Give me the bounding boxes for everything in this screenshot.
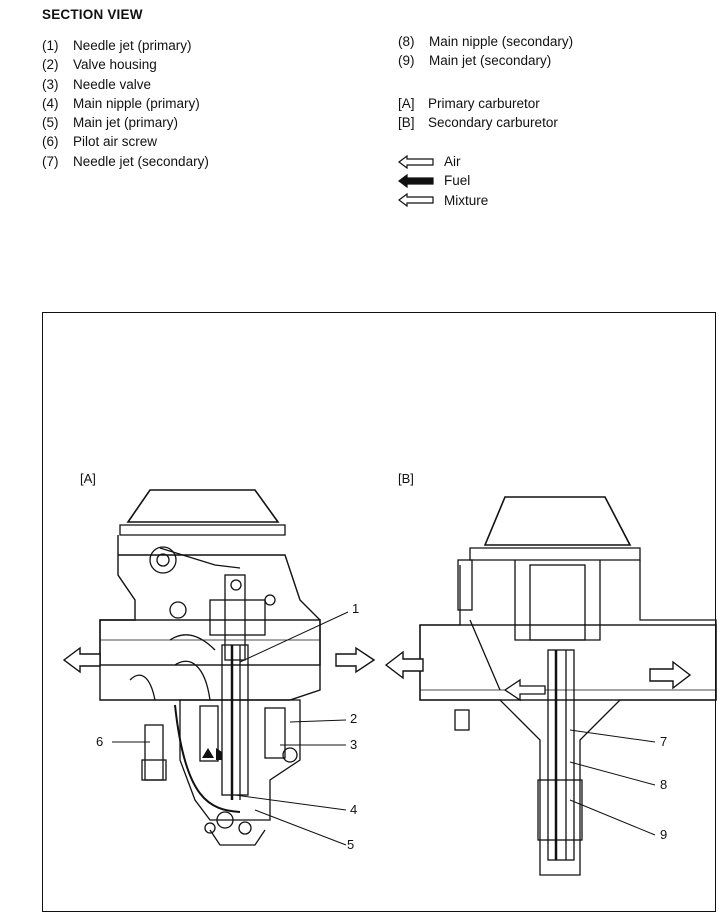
callout-numbers: 1 2 3 4 5 6 7 8 9	[96, 601, 667, 852]
list-item: (6) Pilot air screw	[42, 132, 209, 151]
item-label: Needle jet (primary)	[73, 38, 192, 53]
list-item: (2) Valve housing	[42, 55, 209, 74]
list-item: (7) Needle jet (secondary)	[42, 152, 209, 171]
primary-carburetor-label: [A]	[80, 471, 96, 486]
page-title: SECTION VIEW	[42, 7, 143, 22]
item-label: Main jet (secondary)	[429, 53, 552, 69]
list-item: (8) Main nipple (secondary)	[398, 32, 573, 51]
item-label: Primary carburetor	[428, 96, 540, 111]
legend-item-mixture: Mixture	[398, 191, 488, 210]
callout-3: 3	[350, 737, 357, 752]
list-item: (9) Main jet (secondary)	[398, 51, 573, 70]
item-number: (4)	[42, 95, 59, 111]
item-label: Needle jet (secondary)	[73, 153, 209, 169]
item-number: [A]	[398, 96, 415, 111]
item-label: Main nipple (primary)	[73, 95, 200, 111]
secondary-carburetor-drawing	[419, 496, 717, 876]
list-item: (3) Needle valve	[42, 75, 209, 94]
callout-7: 7	[660, 734, 667, 749]
item-label: Main nipple (secondary)	[429, 34, 574, 49]
item-number: (5)	[42, 115, 59, 131]
arrow-solid-icon	[398, 173, 434, 188]
item-number: (2)	[42, 57, 59, 73]
item-label: Needle valve	[73, 76, 152, 92]
item-label: Main jet (primary)	[73, 115, 179, 131]
primary-carburetor-drawing	[99, 489, 321, 846]
list-item: (5) Main jet (primary)	[42, 113, 209, 132]
list-item: (4) Main nipple (primary)	[42, 94, 209, 113]
flow-legend: Air Fuel Mixture	[398, 152, 488, 210]
list-item: [B] Secondary carburetor	[398, 113, 558, 132]
carburetor-list: [A] Primary carburetor [B] Secondary carbu…	[398, 94, 558, 133]
arrow-outline-icon	[398, 154, 434, 169]
item-label: Valve housing	[73, 57, 157, 73]
item-label: Secondary carburetor	[428, 115, 558, 131]
callout-2: 2	[350, 711, 357, 726]
legend-label: Fuel	[444, 173, 471, 189]
mixture-outlet-arrow-icon	[384, 650, 424, 680]
air-flow-arrow-icon	[169, 634, 216, 651]
callout-8: 8	[660, 777, 667, 792]
mixture-outlet-arrow-icon	[62, 646, 101, 674]
item-number: (1)	[42, 38, 59, 53]
secondary-carburetor-label: [B]	[398, 471, 414, 486]
air-inlet-arrow-icon	[335, 646, 376, 674]
callout-1: 1	[352, 601, 359, 616]
callout-6: 6	[96, 734, 103, 749]
air-flow-arrow-icon	[129, 674, 156, 701]
legend-item-fuel: Fuel	[398, 171, 488, 190]
air-flow-arrow-icon	[174, 660, 211, 701]
list-item: (1) Needle jet (primary)	[42, 36, 209, 55]
parts-list-right: (8) Main nipple (secondary) (9) Main jet (…	[398, 32, 573, 71]
air-inlet-arrow-icon	[649, 660, 692, 690]
callout-9: 9	[660, 827, 667, 842]
legend-label: Air	[444, 154, 461, 169]
item-number: (6)	[42, 134, 59, 150]
item-number: (8)	[398, 34, 415, 49]
item-number: (9)	[398, 53, 415, 69]
legend-item-air: Air	[398, 152, 488, 171]
arrow-outline-icon	[398, 193, 434, 208]
item-label: Pilot air screw	[73, 134, 158, 150]
parts-list-left: (1) Needle jet (primary) (2) Valve housing…	[42, 36, 209, 171]
item-number: [B]	[398, 115, 415, 131]
item-number: (3)	[42, 76, 59, 92]
callout-4: 4	[350, 802, 357, 817]
legend-label: Mixture	[444, 192, 489, 208]
list-item: [A] Primary carburetor	[398, 94, 558, 113]
callout-5: 5	[347, 837, 354, 852]
item-number: (7)	[42, 153, 59, 169]
callout-leaders	[112, 611, 656, 846]
